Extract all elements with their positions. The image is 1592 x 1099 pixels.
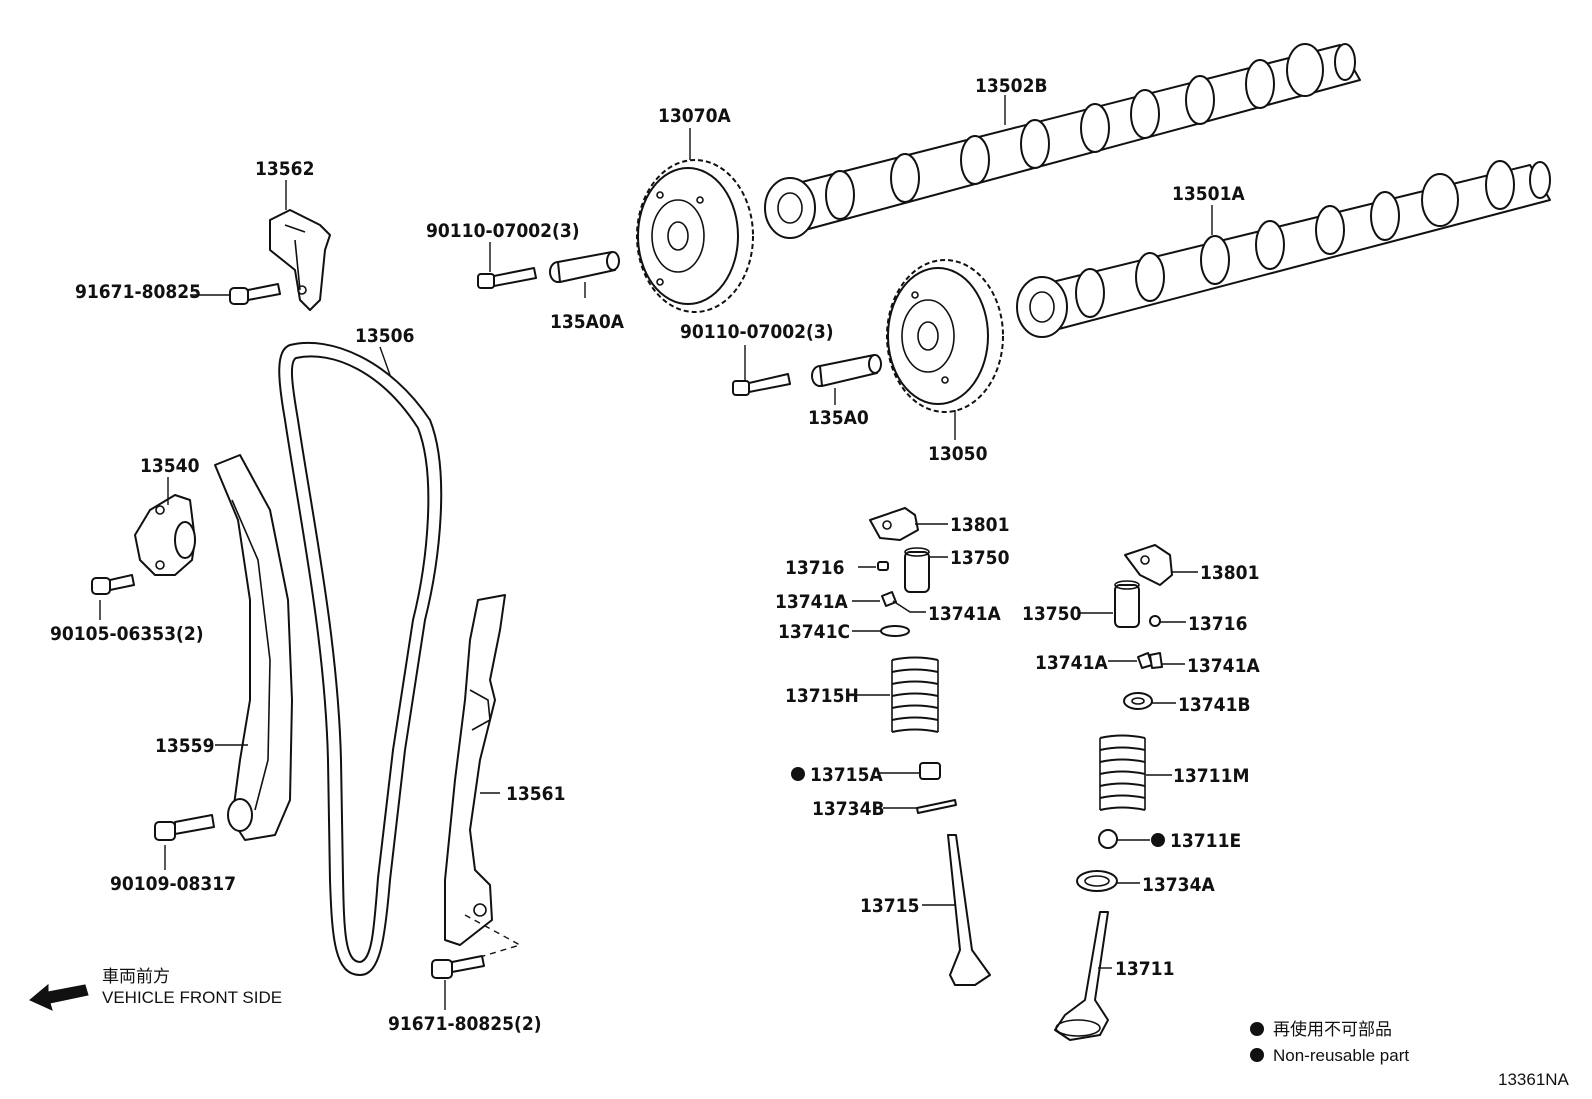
oil-control-valve-135a0 (811, 354, 882, 387)
label-13559[interactable]: 13559 (155, 735, 214, 757)
label-13741a-left-1[interactable]: 13741A (775, 591, 848, 613)
label-13715[interactable]: 13715 (860, 895, 919, 917)
tensioner-13540 (134, 494, 196, 576)
label-90110-upper[interactable]: 90110-07002(3) (426, 220, 580, 242)
retainer-13741c (880, 625, 910, 637)
label-13741a-right-1[interactable]: 13741A (1035, 652, 1108, 674)
label-13734b[interactable]: 13734B (812, 798, 885, 820)
sprocket-13050 (886, 259, 1004, 413)
non-reusable-dot-13711e (1151, 833, 1165, 847)
legend: 再使用不可部品 Non-reusable part (1250, 1019, 1409, 1065)
label-13741b[interactable]: 13741B (1178, 694, 1251, 716)
arrow-left-icon (29, 983, 89, 1011)
diagram-code: 13361NA (1498, 1070, 1570, 1089)
label-90110-lower[interactable]: 90110-07002(3) (680, 321, 834, 343)
guide-13734b (916, 799, 957, 814)
label-13711m[interactable]: 13711M (1173, 765, 1249, 787)
label-13741a-left-2[interactable]: 13741A (928, 603, 1001, 625)
label-135a0a[interactable]: 135A0A (550, 311, 625, 333)
valve-13715 (947, 834, 991, 986)
label-13801-right[interactable]: 13801 (1200, 562, 1259, 584)
label-13801-left[interactable]: 13801 (950, 514, 1009, 536)
part-labels: 13502B 13070A 13562 90110-07002(3) 91671… (50, 75, 1260, 1035)
bolt-90110-upper (477, 267, 537, 289)
bolt-91671-lower (431, 955, 485, 979)
non-reusable-dot-13715a (791, 767, 805, 781)
front-side-jp: 車両前方 (102, 967, 170, 986)
rocker-arm-13801-left (869, 507, 919, 541)
bolt-90105 (91, 574, 135, 595)
label-13562[interactable]: 13562 (255, 158, 314, 180)
label-13711e[interactable]: 13711E (1170, 830, 1241, 852)
bolt-90110-lower (732, 373, 791, 396)
camshaft-13501a (1016, 160, 1551, 338)
keeper-13741a-left (881, 591, 897, 607)
label-13506[interactable]: 13506 (355, 325, 414, 347)
label-91671-lower[interactable]: 91671-80825(2) (388, 1013, 542, 1035)
label-13741c[interactable]: 13741C (778, 621, 850, 643)
label-13715a[interactable]: 13715A (810, 764, 883, 786)
bolt-91671-upper (229, 283, 281, 305)
valve-13711 (1054, 911, 1109, 1041)
legend-dot-1 (1250, 1022, 1264, 1036)
label-13502b[interactable]: 13502B (975, 75, 1048, 97)
label-13741a-right-2[interactable]: 13741A (1187, 655, 1260, 677)
front-side-en: VEHICLE FRONT SIDE (102, 988, 282, 1007)
leader-lines (99, 95, 1213, 1010)
label-13711[interactable]: 13711 (1115, 958, 1174, 980)
oil-control-valve-135a0a (549, 251, 620, 283)
retainer-13741b (1123, 692, 1153, 710)
label-13716-left[interactable]: 13716 (785, 557, 844, 579)
label-13561[interactable]: 13561 (506, 783, 565, 805)
chain-slipper-13559 (214, 454, 293, 841)
legend-en: Non-reusable part (1273, 1046, 1409, 1065)
bracket-13562 (269, 209, 331, 311)
lash-adjuster-13750-right (1114, 580, 1140, 628)
label-13750-left[interactable]: 13750 (950, 547, 1010, 569)
label-13070a[interactable]: 13070A (658, 105, 731, 127)
label-90105[interactable]: 90105-06353(2) (50, 623, 204, 645)
sprocket-13070a (636, 159, 754, 313)
rocker-arm-13801-right (1124, 544, 1173, 586)
lash-adjuster-13750-left (904, 547, 930, 593)
label-13716-right[interactable]: 13716 (1188, 613, 1247, 635)
legend-dot-2 (1250, 1048, 1264, 1062)
seat-13734a (1076, 870, 1118, 892)
bolt-90109 (154, 814, 215, 841)
timing-chain-13506 (278, 341, 443, 976)
legend-jp: 再使用不可部品 (1273, 1019, 1392, 1039)
label-13050[interactable]: 13050 (928, 443, 988, 465)
label-13750-right[interactable]: 13750 (1022, 603, 1082, 625)
chain-guide-13561 (444, 594, 522, 961)
camshaft-13502b (764, 43, 1361, 239)
label-13734a[interactable]: 13734A (1142, 874, 1215, 896)
pad-13716-right (1149, 615, 1161, 627)
spring-13711m (1099, 734, 1146, 811)
seal-13711e (1098, 829, 1118, 849)
pad-13716-left (877, 561, 889, 571)
label-91671-upper[interactable]: 91671-80825 (75, 281, 201, 303)
spring-13715h (891, 656, 939, 733)
label-13501a[interactable]: 13501A (1172, 183, 1245, 205)
label-13715h[interactable]: 13715H (785, 685, 859, 707)
vehicle-front-indicator: 車両前方 VEHICLE FRONT SIDE (29, 967, 282, 1011)
seal-13715a (919, 762, 941, 780)
keepers-13741a-right (1137, 652, 1163, 669)
label-90109[interactable]: 90109-08317 (110, 873, 236, 895)
label-135a0[interactable]: 135A0 (808, 407, 869, 429)
label-13540[interactable]: 13540 (140, 455, 200, 477)
